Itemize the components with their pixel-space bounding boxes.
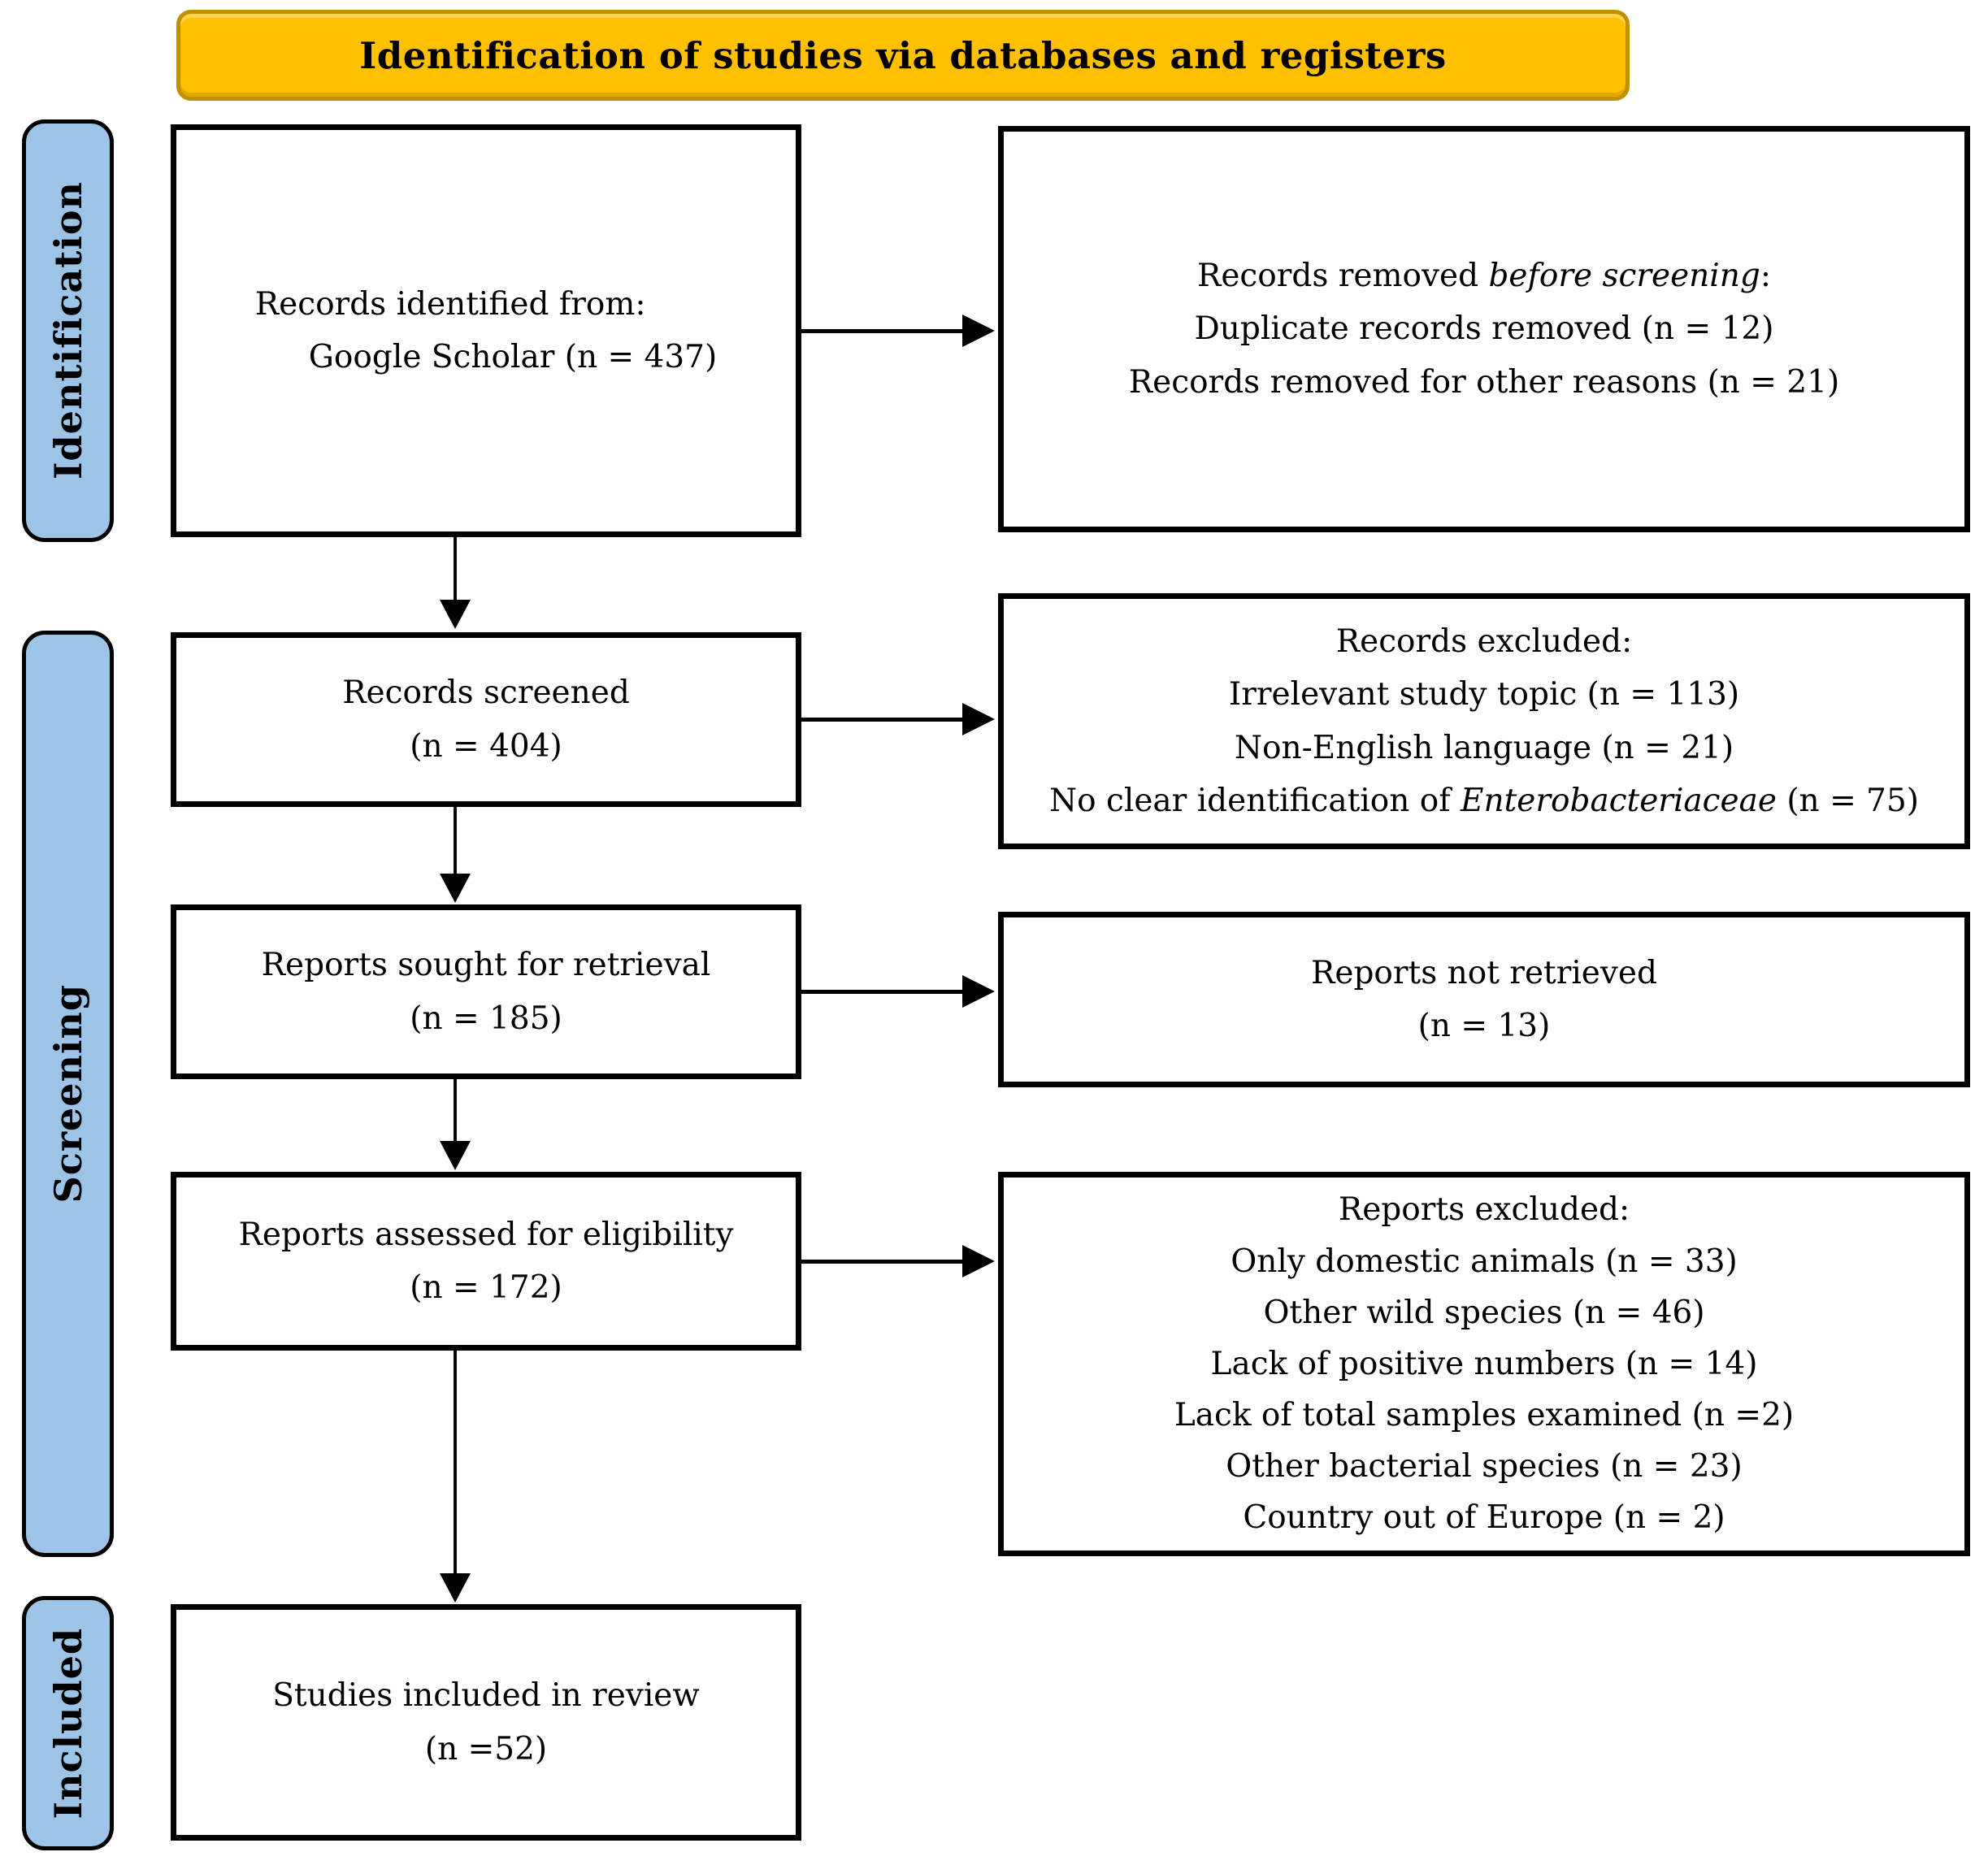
box-line: Reports not retrieved [1311,954,1657,991]
box-line-segment-italic: Enterobacteriaceae [1461,782,1777,819]
box-line-segment: : [1760,258,1771,295]
stage-identification-label: Identification [46,181,90,480]
box-line: Records screened [342,674,630,712]
box-line: Google Scholar (n = 437) [308,339,718,375]
stage-screening-label: Screening [46,984,90,1204]
box-records-identified-text: Records identified from: Google Scholar … [255,278,717,384]
box-line: Records removed before screening: [1197,249,1771,302]
stage-identification: Identification [22,119,114,542]
banner-identification-of-studies: Identification of studies via databases … [176,10,1630,101]
stage-included: Included [22,1596,114,1850]
box-line: Irrelevant study topic (n = 113) [1228,676,1740,713]
box-line: Non-English language (n = 21) [1234,729,1734,766]
arrow-assessed-to-reports-excluded [801,1245,995,1277]
box-line-segment: Records removed [1196,258,1489,295]
box-line: Records excluded: [1335,623,1633,661]
banner-label: Identification of studies via databases … [359,33,1447,77]
box-records-removed-before-screening: Records removed before screening: Duplic… [998,126,1970,532]
arrow-screened-to-records-excluded [801,703,995,735]
stage-screening: Screening [22,631,114,1557]
box-line: Other bacterial species (n = 23) [1226,1448,1743,1485]
arrow-sought-to-not-retrieved [801,975,995,1008]
box-reports-not-retrieved: Reports not retrieved (n = 13) [998,912,1970,1087]
box-line: (n = 172) [410,1269,562,1306]
arrow-assessed-to-included [440,1351,471,1603]
box-line: Reports assessed for eligibility [238,1216,734,1253]
box-line: (n = 13) [1417,1008,1551,1044]
box-studies-included: Studies included in review (n =52) [171,1604,801,1841]
box-records-identified: Records identified from: Google Scholar … [171,124,801,537]
box-line: No clear identification of Enterobacteri… [1049,774,1919,827]
box-reports-assessed: Reports assessed for eligibility (n = 17… [171,1172,801,1351]
arrow-identified-to-screened [440,537,471,629]
box-line: Records identified from: [254,285,646,323]
box-records-screened: Records screened (n = 404) [171,632,801,807]
box-reports-sought: Reports sought for retrieval (n = 185) [171,904,801,1079]
arrow-sought-to-assessed [440,1079,471,1170]
arrow-identified-to-removed-before [801,314,995,347]
box-line: Duplicate records removed (n = 12) [1194,310,1774,348]
box-line: (n = 404) [410,727,562,765]
box-line-segment-italic: before screening [1488,258,1760,295]
box-line: Reports sought for retrieval [261,947,711,984]
arrow-screened-to-sought [440,807,471,903]
box-line: Lack of positive numbers (n = 14) [1210,1345,1758,1382]
box-line: Lack of total samples examined (n =2) [1174,1397,1795,1434]
box-line: Other wild species (n = 46) [1263,1294,1705,1331]
stage-included-label: Included [46,1627,90,1819]
box-line: Studies included in review [272,1677,700,1715]
box-line: Reports excluded: [1338,1191,1630,1229]
box-reports-excluded: Reports excluded: Only domestic animals … [998,1172,1970,1556]
box-line: Country out of Europe (n = 2) [1243,1499,1725,1537]
box-line: Only domestic animals (n = 33) [1231,1243,1738,1280]
box-line-segment: No clear identification of [1049,782,1461,819]
box-records-excluded: Records excluded: Irrelevant study topic… [998,593,1970,849]
box-line: (n =52) [424,1730,548,1767]
box-line: Records removed for other reasons (n = 2… [1128,363,1840,401]
box-line-segment: (n = 75) [1776,782,1919,819]
box-line: (n = 185) [410,1000,562,1037]
